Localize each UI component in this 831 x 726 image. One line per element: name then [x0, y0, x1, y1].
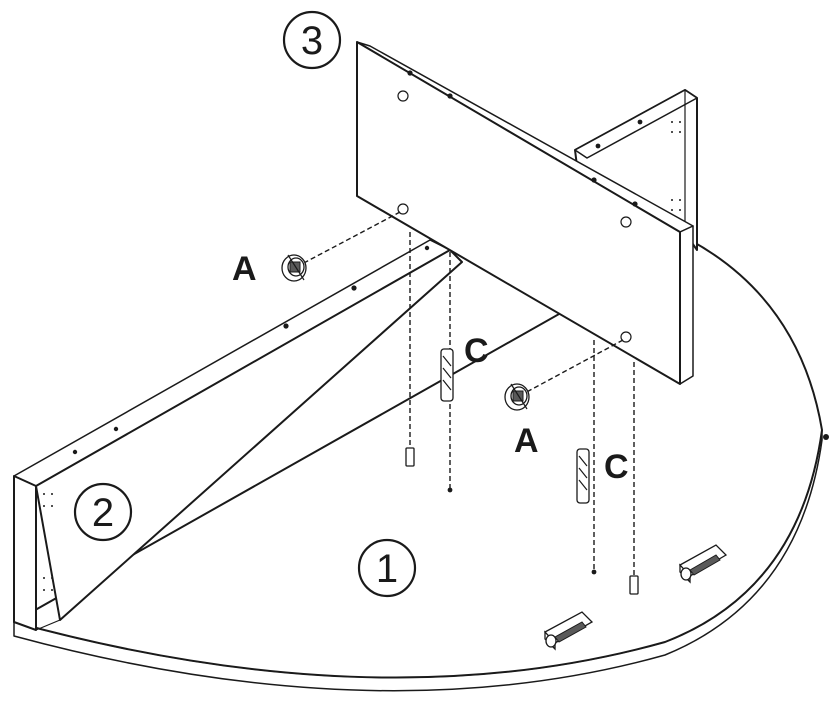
callout-3-text: 3: [301, 19, 323, 63]
floor-bracket-2: [543, 611, 594, 651]
end-face-marks: [43, 493, 53, 591]
cam-lock-a-2: [504, 383, 530, 411]
label-a-1: A: [232, 250, 257, 288]
guide-lines: [299, 211, 635, 576]
label-c-2: C: [604, 448, 629, 486]
label-a-2: A: [514, 422, 539, 460]
side-panel-2: [13, 239, 463, 631]
cam-lock-a-1: [281, 254, 307, 282]
connector-c-2: [576, 448, 590, 504]
label-c-1: C: [464, 332, 489, 370]
connector-c-1: [440, 348, 454, 402]
callout-panel-3: 3: [282, 10, 342, 70]
floor-bracket-1: [678, 544, 728, 584]
dowel-pins: [405, 447, 639, 595]
callout-panel-1: 1: [357, 538, 417, 598]
callout-1-text: 1: [376, 547, 398, 591]
upright-panel-3: [356, 41, 694, 385]
callout-2-text: 2: [92, 491, 114, 535]
callout-panel-2: 2: [73, 482, 133, 542]
